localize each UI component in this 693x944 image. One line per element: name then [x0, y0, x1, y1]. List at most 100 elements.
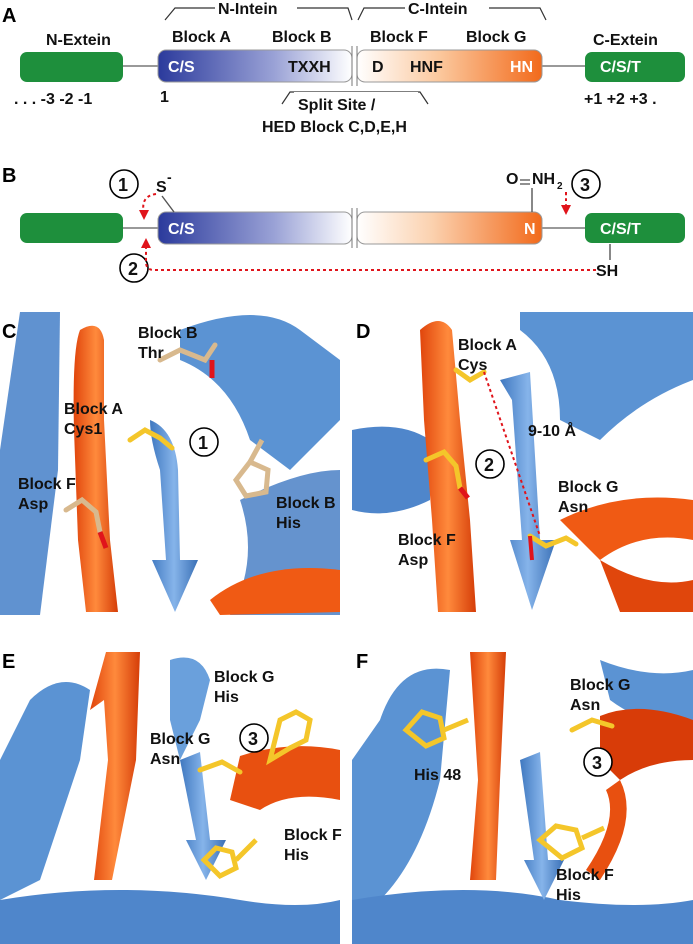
- hed-blocks-label: HED Block C,D,E,H: [262, 119, 407, 136]
- n-extein-box: [20, 213, 123, 243]
- his-residue: [266, 709, 313, 766]
- label-block-f-asp-1: Block F: [18, 476, 76, 493]
- orange-ribbon: [560, 497, 693, 560]
- label-block-f-asp-1: Block F: [398, 532, 456, 549]
- orange-strand: [420, 321, 476, 612]
- his48-label: His 48: [414, 767, 461, 784]
- step-2-arrowhead: [141, 238, 151, 248]
- cys-residue: [127, 427, 175, 451]
- his48-residue: [402, 709, 447, 749]
- orange-ribbon: [586, 780, 627, 880]
- asp-residue: [63, 496, 103, 535]
- panel-a: A N-Extein N-Intein C-Intein Block A Blo…: [2, 0, 685, 136]
- step-1-marker: [189, 427, 219, 457]
- carbonyl-o: O: [506, 171, 518, 188]
- n-positions: . . . -3 -2 -1: [14, 91, 92, 108]
- step-3-marker: [239, 723, 269, 753]
- label-block-g-asn-2: Asn: [570, 697, 600, 714]
- orange-strand: [470, 652, 506, 880]
- block-f-label: Block F: [370, 29, 428, 46]
- label-block-f-his-1: Block F: [556, 867, 614, 884]
- cst-residue: C/S/T: [600, 59, 641, 76]
- blue-ribbon: [352, 668, 450, 900]
- his-residue: [232, 458, 271, 499]
- cys-residue: [453, 367, 487, 383]
- step-3-marker: [571, 169, 601, 199]
- orange-ribbon: [230, 746, 340, 810]
- asp-residue: [423, 448, 463, 491]
- panel-d-letter: D: [356, 321, 370, 343]
- cs-residue: C/S: [168, 221, 195, 238]
- hnf-motif: HNF: [410, 59, 443, 76]
- label-block-f-his-1: Block F: [284, 827, 342, 844]
- blue-ribbon: [0, 682, 90, 900]
- asn-residue: [569, 717, 615, 733]
- panel-a-letter: A: [2, 5, 16, 27]
- split-site-label: Split Site /: [298, 97, 376, 114]
- asp-oxygen: [97, 531, 109, 549]
- panel-c: C Block B Thr Block A Cys1 Block F Asp B…: [0, 312, 340, 615]
- his-sidechain: [247, 438, 265, 464]
- panel-e-letter: E: [2, 651, 15, 673]
- step-3-arrowhead: [561, 205, 571, 215]
- step-2-marker: [475, 449, 505, 479]
- c-extein-box: [585, 213, 685, 243]
- blue-strand: [150, 420, 198, 612]
- label-block-a-cys1-1: Block A: [64, 401, 123, 418]
- distance-label: 9-10 Å: [528, 421, 576, 440]
- label-block-a-cys-2: Cys: [458, 357, 487, 374]
- step-2-number: 2: [128, 259, 138, 279]
- thr-residue: [157, 342, 218, 364]
- n-extein-label: N-Extein: [46, 32, 111, 49]
- step-1-number: 1: [198, 433, 208, 453]
- blue-ribbon: [0, 890, 340, 944]
- sulfur-bond: [161, 195, 175, 213]
- c-intein-box: [356, 211, 543, 245]
- txxh-motif: TXXH: [288, 59, 331, 76]
- step-1-arrowhead: [139, 210, 149, 220]
- orange-ribbon: [600, 560, 693, 612]
- blue-ribbon: [170, 657, 210, 760]
- panel-f-letter: F: [356, 651, 368, 673]
- his-residue: [536, 823, 586, 861]
- block-a-label: Block A: [172, 29, 231, 46]
- label-block-g-his-2: His: [214, 689, 239, 706]
- step-1-marker: [109, 169, 139, 199]
- block-g-label: Block G: [466, 29, 526, 46]
- orange-ribbon: [210, 568, 340, 615]
- panel-b-letter: B: [2, 165, 16, 187]
- hn-motif: HN: [510, 59, 533, 76]
- step-1-number: 1: [118, 175, 128, 195]
- n-residue: N: [524, 221, 536, 238]
- blue-ribbon: [0, 312, 60, 615]
- label-block-f-his-2: His: [556, 887, 581, 904]
- asp-oxygen: [458, 486, 470, 500]
- panel-c-letter: C: [2, 321, 16, 343]
- step-3-number: 3: [592, 753, 602, 773]
- blue-ribbon: [520, 312, 693, 440]
- label-block-f-his-2: His: [284, 847, 309, 864]
- his-residue: [200, 845, 239, 880]
- blue-ribbon: [180, 315, 340, 470]
- label-block-a-cys1-2: Cys1: [64, 421, 102, 438]
- distance-line: [483, 371, 541, 537]
- c-positions: +1 +2 +3 .: [584, 91, 657, 108]
- label-block-b-thr-2: Thr: [138, 345, 164, 362]
- orange-strand: [73, 325, 118, 612]
- blue-ribbon: [352, 426, 430, 514]
- cst-residue: C/S/T: [600, 221, 641, 238]
- n-extein-box: [20, 52, 123, 82]
- his48-sidechain: [443, 717, 469, 733]
- cs-residue: C/S: [168, 59, 195, 76]
- label-block-b-his-2: His: [276, 515, 301, 532]
- blue-strand: [500, 372, 556, 610]
- step-2-number: 2: [484, 455, 494, 475]
- c-intein-label: C-Intein: [408, 1, 468, 18]
- step-3-number: 3: [248, 729, 258, 749]
- label-block-g-asn-2: Asn: [150, 751, 180, 768]
- orange-ribbon: [600, 708, 693, 780]
- thiolate-charge: -: [167, 169, 172, 185]
- step-3-marker: [583, 747, 613, 777]
- label-block-b-thr-1: Block B: [138, 325, 198, 342]
